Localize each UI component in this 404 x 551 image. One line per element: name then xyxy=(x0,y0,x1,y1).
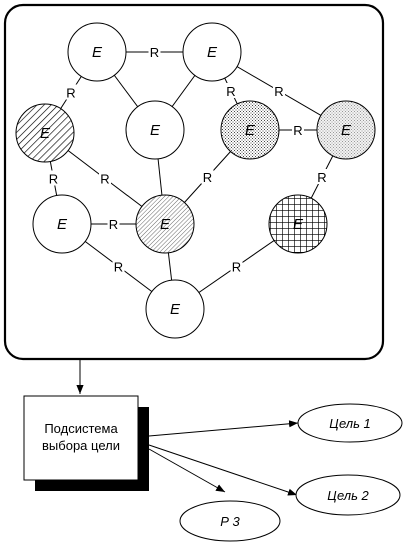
arrow-to-goal-2 xyxy=(148,444,298,496)
edge-label-bg xyxy=(107,216,120,231)
node-circle-n1 xyxy=(67,22,127,82)
node-label-n1: E xyxy=(92,44,103,61)
node-label-n4: E xyxy=(150,122,161,139)
edge-label-n1-n3: R xyxy=(66,86,75,101)
node-n5: E xyxy=(220,100,280,160)
node-circle-n3 xyxy=(15,103,75,163)
goal-1-label: Цель 1 xyxy=(329,416,371,431)
node-n1: E xyxy=(67,22,127,82)
node-n8: E xyxy=(135,194,195,254)
edge-label-n2-n5: R xyxy=(226,84,235,99)
subsystem-box: Подсистема выбора цели xyxy=(23,395,149,491)
goal-1: Цель 1 xyxy=(297,403,403,443)
edge-label-n1-n2: R xyxy=(150,45,159,60)
edge-label-n5-n6: R xyxy=(293,123,302,138)
node-n10: E xyxy=(145,279,205,339)
edge-label-bg xyxy=(112,258,125,274)
network-frame xyxy=(3,3,385,361)
node-label-n3: E xyxy=(40,125,51,142)
subsystem-label-line2: выбора цели xyxy=(42,438,120,453)
node-n7: E xyxy=(32,194,92,254)
goal-2-label: Цель 2 xyxy=(327,488,369,503)
node-n3: E xyxy=(15,103,75,163)
arrow-to-goal-3 xyxy=(148,448,226,493)
node-label-n5: E xyxy=(245,122,256,139)
edge-label-bg xyxy=(225,83,237,98)
node-circle-n7 xyxy=(32,194,92,254)
node-label-n9: E xyxy=(293,216,304,233)
edge-label-bg xyxy=(273,83,285,98)
edge-label-bg xyxy=(65,84,77,100)
edge-label-bg xyxy=(201,169,214,184)
goal-2-ellipse xyxy=(295,474,401,516)
edge-label-n6-n9: R xyxy=(317,170,326,185)
goal-1-ellipse xyxy=(297,403,403,443)
node-label-n8: E xyxy=(160,216,171,233)
goal-3: Р 3 xyxy=(179,500,281,542)
node-circle-n4 xyxy=(125,100,185,160)
goal-2: Цель 2 xyxy=(295,474,401,516)
node-circle-n10 xyxy=(145,279,205,339)
edge-label-bg xyxy=(292,122,304,137)
edge-label-bg xyxy=(148,44,161,59)
edge-label-n3-n8: R xyxy=(100,172,109,187)
node-circle-n8 xyxy=(135,194,195,254)
node-circle-n6 xyxy=(316,100,376,160)
edge-label-n2-n6: R xyxy=(274,84,283,99)
edge-label-bg xyxy=(230,258,243,274)
node-label-n2: E xyxy=(207,44,218,61)
edge-label-n7-n8: R xyxy=(109,217,118,232)
subsystem-label-line1: Подсистема xyxy=(44,421,118,436)
node-n6: E xyxy=(316,100,376,160)
node-label-n7: E xyxy=(57,216,68,233)
edge-label-n9-n10: R xyxy=(232,260,241,275)
subsystem-box-body xyxy=(23,395,139,481)
edge-label-bg xyxy=(47,170,60,186)
node-label-n10: E xyxy=(170,301,181,318)
edge-label-n5-n8: R xyxy=(203,170,212,185)
node-circle-n9 xyxy=(268,194,328,254)
goal-3-ellipse xyxy=(179,500,281,542)
arrow-to-goal-1 xyxy=(148,420,299,437)
node-n4: E xyxy=(125,100,185,160)
edge-label-bg xyxy=(316,169,328,184)
node-circle-n5 xyxy=(220,100,280,160)
node-circle-n2 xyxy=(182,22,242,82)
edge-label-bg xyxy=(99,170,111,186)
node-label-n6: E xyxy=(341,122,352,139)
network-nodes: E E E E E E E E E E xyxy=(15,22,376,339)
edge-label-n7-n10: R xyxy=(114,260,123,275)
edge-label-n3-n7: R xyxy=(49,172,58,187)
goal-3-label: Р 3 xyxy=(220,514,240,529)
node-n9: E xyxy=(268,194,328,254)
node-n2: E xyxy=(182,22,242,82)
